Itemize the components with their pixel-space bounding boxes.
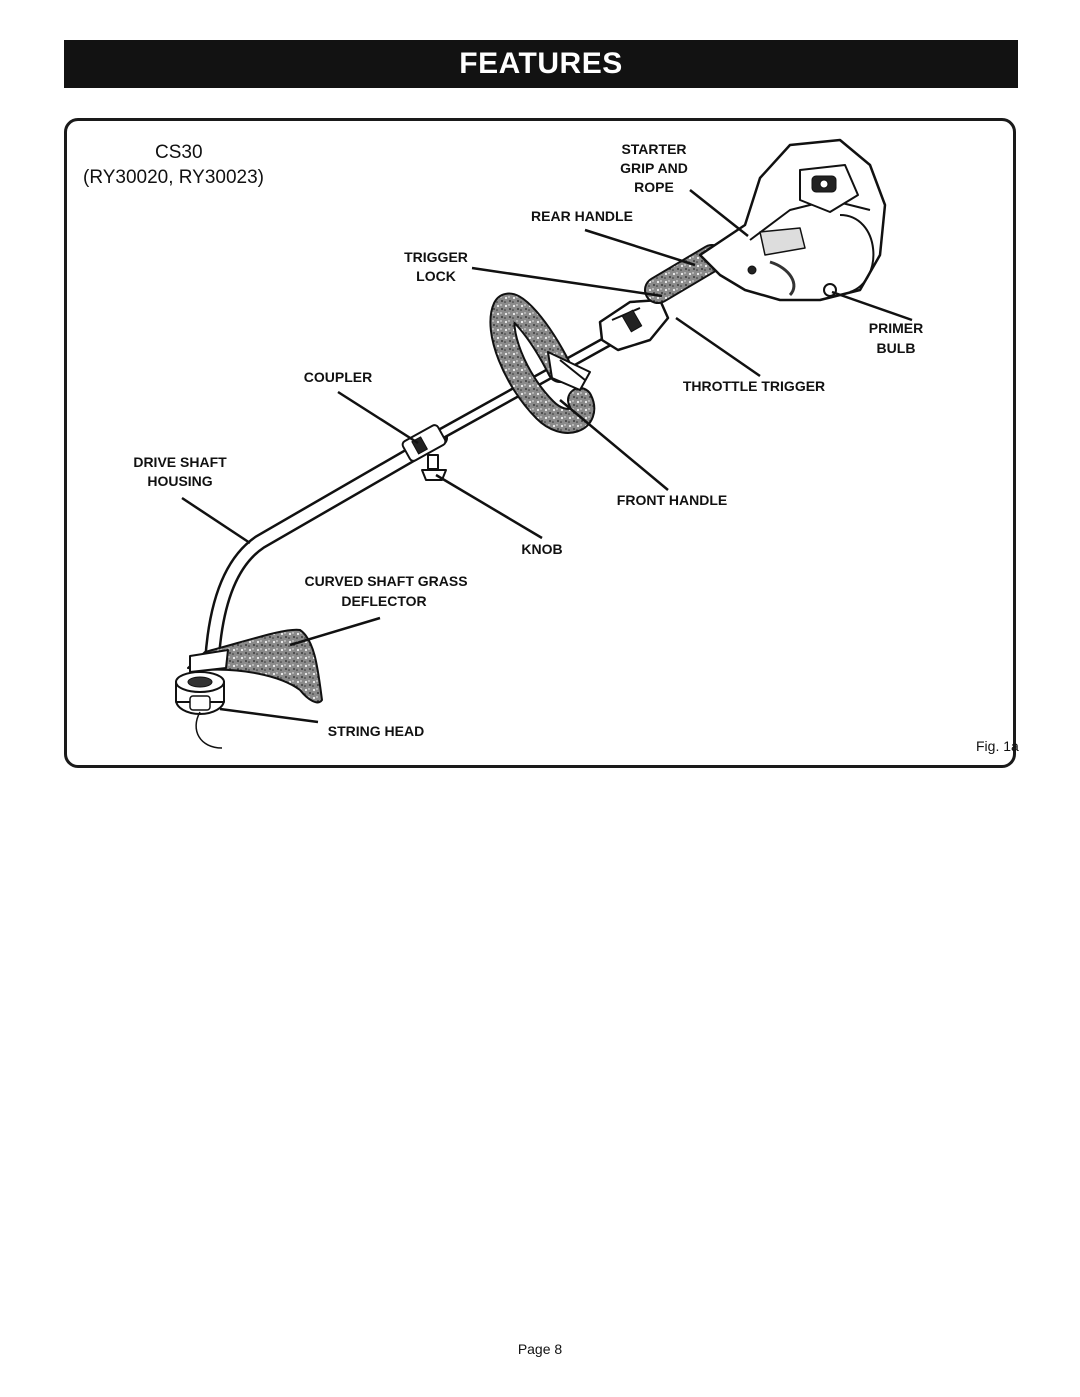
figure-label: Fig. 1a bbox=[976, 738, 1019, 754]
label-string-head: STRING HEAD bbox=[328, 723, 424, 739]
callout-labels: STARTER GRIP AND ROPE REAR HANDLE TRIGGE… bbox=[133, 141, 923, 739]
model-name: CS30 bbox=[155, 142, 203, 163]
leader-throttle-trigger bbox=[675, 316, 761, 378]
leader-starter-grip bbox=[689, 189, 749, 237]
trimmer-illustration bbox=[175, 138, 887, 749]
grass-deflector-shape bbox=[187, 628, 323, 704]
label-coupler: COUPLER bbox=[304, 369, 372, 385]
knob-shape bbox=[421, 454, 447, 481]
section-header-bar: FEATURES bbox=[64, 40, 1018, 88]
label-deflector-line2: DEFLECTOR bbox=[341, 593, 426, 609]
label-drive-shaft-line1: DRIVE SHAFT bbox=[133, 454, 227, 470]
label-starter-line2: GRIP AND bbox=[620, 160, 688, 176]
engine-housing-shape bbox=[698, 138, 887, 302]
label-drive-shaft-line2: HOUSING bbox=[147, 473, 212, 489]
label-rear-handle: REAR HANDLE bbox=[531, 208, 633, 224]
leader-rear-handle bbox=[584, 228, 696, 267]
label-primer-line2: BULB bbox=[877, 340, 916, 356]
throttle-housing-shape bbox=[598, 298, 670, 352]
front-handle-shape bbox=[489, 292, 596, 434]
label-primer-line1: PRIMER bbox=[869, 320, 923, 336]
label-deflector-line1: CURVED SHAFT GRASS bbox=[304, 573, 467, 589]
leader-front-handle bbox=[559, 399, 669, 491]
label-starter-line3: ROPE bbox=[634, 179, 674, 195]
leader-deflector bbox=[289, 616, 381, 647]
coupler-shape bbox=[401, 424, 447, 462]
rear-handle-shape bbox=[644, 244, 726, 304]
leader-drive-shaft bbox=[181, 496, 251, 545]
label-throttle-trigger: THROTTLE TRIGGER bbox=[683, 378, 825, 394]
figure-panel bbox=[64, 118, 1016, 768]
section-title: FEATURES bbox=[459, 47, 623, 80]
leader-trigger-lock bbox=[471, 266, 663, 298]
label-trigger-lock-line1: TRIGGER bbox=[404, 249, 468, 265]
label-trigger-lock-line2: LOCK bbox=[416, 268, 456, 284]
string-head-shape bbox=[175, 671, 225, 749]
leader-coupler bbox=[337, 390, 419, 445]
label-knob: KNOB bbox=[521, 541, 562, 557]
label-front-handle: FRONT HANDLE bbox=[617, 492, 727, 508]
model-numbers: (RY30020, RY30023) bbox=[83, 167, 264, 188]
leader-knob bbox=[435, 473, 543, 540]
leader-string-head bbox=[219, 707, 319, 724]
callout-leader-lines bbox=[181, 189, 913, 724]
leader-primer-bulb bbox=[831, 290, 913, 322]
page-number: Page 8 bbox=[517, 1341, 563, 1357]
label-starter-line1: STARTER bbox=[621, 141, 686, 157]
